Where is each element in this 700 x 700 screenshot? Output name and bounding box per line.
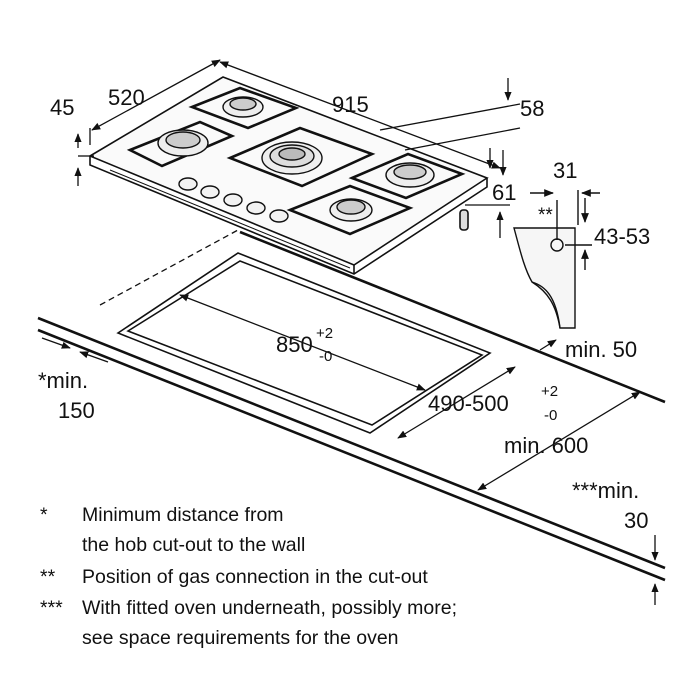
gas-inlet-pin: [459, 209, 469, 231]
worktop-front-edge: [239, 230, 666, 404]
worktop-back-top: [37, 316, 666, 570]
knob-5: [269, 209, 289, 223]
burner-rear-right: [385, 162, 435, 188]
dim-gas-mark: **: [538, 205, 553, 226]
dim-cutout-width-tol-minus: -0: [319, 348, 332, 365]
dim-min-worktop: min. 600: [504, 433, 588, 458]
burner-rear-left: [157, 129, 209, 157]
dim-min-oven-b: 30: [624, 508, 648, 533]
dim-gas-height: 43-53: [594, 224, 650, 249]
dimension-labels: 520 915 45 58 61 31 ** 43-53 850 +2 -0 4…: [38, 85, 650, 533]
dim-min-wall-b: 150: [58, 398, 95, 423]
control-knobs: [178, 177, 289, 223]
knob-4: [246, 201, 266, 215]
dim-min-back: min. 50: [565, 337, 637, 362]
dim-cutout-depth: 490-500: [428, 391, 509, 416]
dim-min-oven-a: ***min.: [572, 478, 639, 503]
dim-cutout-width-tol-plus: +2: [316, 325, 333, 342]
gas-connection-detail: [513, 189, 600, 329]
burner-wok-center: [261, 141, 323, 175]
worktop-back-bottom: [37, 328, 666, 582]
knob-1: [178, 177, 198, 191]
knob-2: [200, 185, 220, 199]
dim-hob-width: 915: [332, 92, 369, 117]
dim-cutout-width: 850: [276, 332, 313, 357]
dim-hob-height: 45: [50, 95, 74, 120]
hob-dimension-lines: [74, 59, 521, 238]
dim-hob-side: 61: [492, 180, 516, 205]
dim-gas-offset: 31: [553, 158, 577, 183]
wall-reference: [99, 229, 239, 306]
burner-rear-middle: [222, 96, 264, 118]
dim-burner-offset: 58: [520, 96, 544, 121]
knob-3: [223, 193, 243, 207]
burner-front-right: [329, 198, 373, 222]
dim-cutout-depth-tol-minus: -0: [544, 407, 557, 424]
worktop: [37, 229, 666, 582]
dim-min-wall-a: *min.: [38, 368, 88, 393]
worktop-dimension-lines: [41, 294, 659, 605]
dim-hob-depth: 520: [108, 85, 145, 110]
dim-cutout-depth-tol-plus: +2: [541, 383, 558, 400]
